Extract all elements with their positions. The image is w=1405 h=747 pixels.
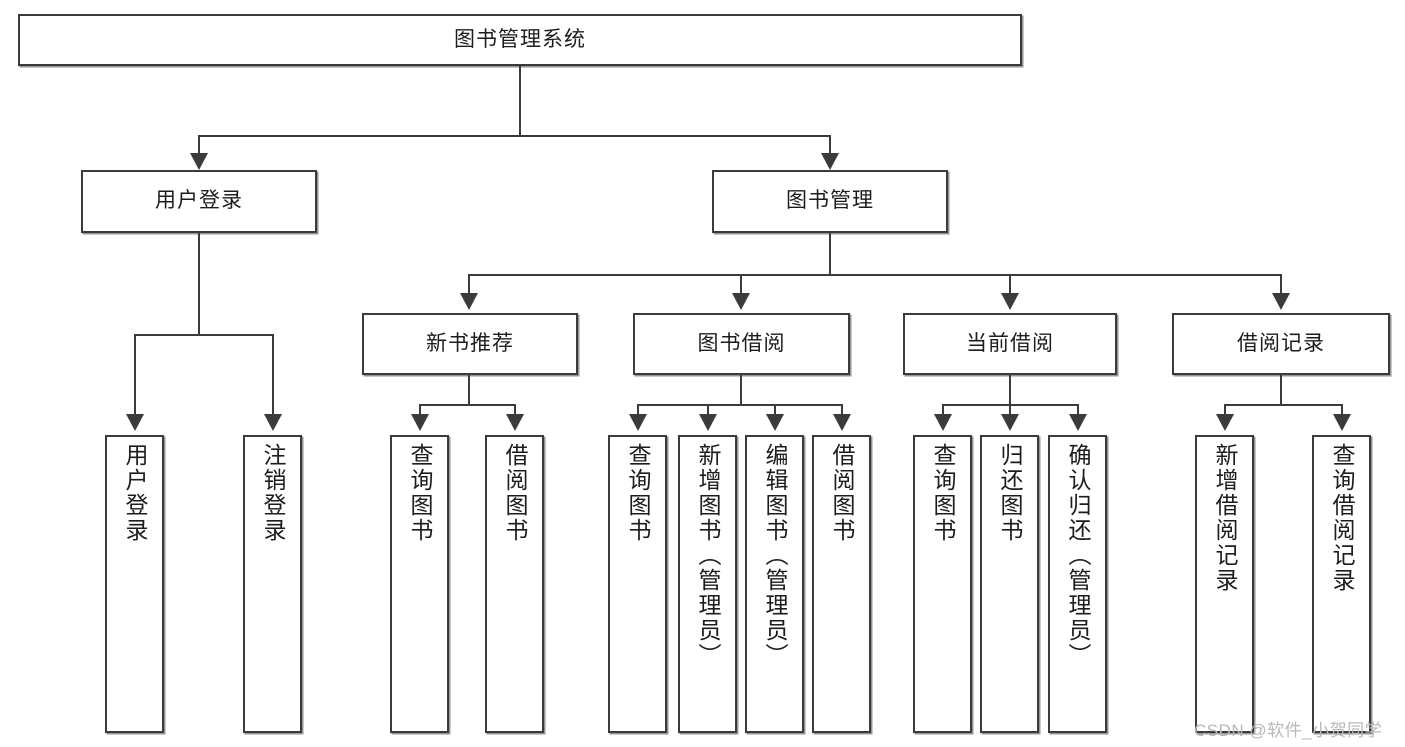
node-leaf-user-login[interactable]: 用户登录 xyxy=(105,435,164,733)
connector-current-borrow-drop-1 xyxy=(942,404,944,415)
node-root-label: 图书管理系统 xyxy=(454,27,586,51)
arrow-leaf-logout xyxy=(264,414,282,431)
node-leaf-add-record-label: 新增借阅记录 xyxy=(1212,443,1238,593)
connector-borrow-record-bus xyxy=(1224,404,1342,406)
node-user-login-label: 用户登录 xyxy=(155,189,243,213)
node-leaf-query-book-2-label: 查询图书 xyxy=(625,443,651,543)
node-book-manage[interactable]: 图书管理 xyxy=(712,170,948,233)
arrow-to-borrow-record xyxy=(1272,293,1290,310)
connector-root-stem xyxy=(519,66,521,136)
node-leaf-query-book-3[interactable]: 查询图书 xyxy=(913,435,972,733)
node-borrow-record[interactable]: 借阅记录 xyxy=(1172,313,1390,375)
arrow-leaf-add-record xyxy=(1216,414,1234,431)
connector-borrow-record-drop-2 xyxy=(1341,404,1343,415)
node-leaf-logout-label: 注销登录 xyxy=(260,443,286,543)
connector-new-book-rec-drop-2 xyxy=(514,404,516,415)
connector-new-book-rec-stem xyxy=(468,375,470,405)
node-leaf-query-book-3-label: 查询图书 xyxy=(930,443,956,543)
node-leaf-borrow-book-2-label: 借阅图书 xyxy=(829,443,855,543)
node-leaf-return-book[interactable]: 归还图书 xyxy=(980,435,1039,733)
connector-to-borrow-record xyxy=(1280,274,1282,298)
arrow-to-current-borrow xyxy=(1001,293,1019,310)
node-leaf-borrow-book-2[interactable]: 借阅图书 xyxy=(812,435,871,733)
connector-user-login-bus xyxy=(134,334,273,336)
node-root[interactable]: 图书管理系统 xyxy=(18,14,1022,66)
connector-level2-bus xyxy=(198,135,831,137)
arrow-leaf-add-book xyxy=(699,414,717,431)
connector-to-book-manage xyxy=(829,135,831,159)
arrow-leaf-return-book xyxy=(1001,414,1019,431)
connector-book-borrow-stem xyxy=(740,375,742,405)
node-borrow-record-label: 借阅记录 xyxy=(1237,331,1325,355)
node-user-login[interactable]: 用户登录 xyxy=(81,170,317,233)
arrow-to-book-manage xyxy=(821,153,839,170)
arrow-to-user-login xyxy=(190,153,208,170)
node-book-borrow-label: 图书借阅 xyxy=(697,331,786,355)
node-leaf-query-record[interactable]: 查询借阅记录 xyxy=(1312,435,1371,733)
connector-level3-bus xyxy=(468,274,1281,276)
connector-to-user-login xyxy=(198,135,200,159)
connector-new-book-rec-bus xyxy=(419,404,515,406)
node-leaf-confirm-return-label: 确认归还（管理员） xyxy=(1065,443,1091,668)
connector-current-borrow-drop-2 xyxy=(1009,404,1011,415)
arrow-leaf-query-book-2 xyxy=(629,414,647,431)
arrow-leaf-confirm-return xyxy=(1069,414,1087,431)
connector-user-login-stem xyxy=(198,233,200,335)
node-new-book-rec[interactable]: 新书推荐 xyxy=(362,313,578,375)
arrow-leaf-borrow-book-1 xyxy=(506,414,524,431)
csdn-watermark: CSDN @软件_小贺同学 xyxy=(1194,721,1383,740)
node-new-book-rec-label: 新书推荐 xyxy=(426,331,514,355)
node-leaf-edit-book-label: 编辑图书（管理员） xyxy=(762,443,788,668)
node-leaf-confirm-return[interactable]: 确认归还（管理员） xyxy=(1048,435,1107,733)
connector-current-borrow-stem xyxy=(1009,375,1011,405)
node-current-borrow[interactable]: 当前借阅 xyxy=(903,313,1117,375)
connector-book-borrow-drop-3 xyxy=(774,404,776,415)
node-leaf-add-book-label: 新增图书（管理员） xyxy=(695,443,721,668)
connector-to-new-book-rec xyxy=(468,274,470,298)
arrow-leaf-query-record xyxy=(1333,414,1351,431)
node-book-manage-label: 图书管理 xyxy=(786,189,874,213)
node-leaf-borrow-book-1-label: 借阅图书 xyxy=(502,443,528,543)
connector-book-manage-stem xyxy=(829,233,831,275)
node-leaf-query-book-2[interactable]: 查询图书 xyxy=(608,435,667,733)
arrow-to-book-borrow xyxy=(732,293,750,310)
node-leaf-borrow-book-1[interactable]: 借阅图书 xyxy=(485,435,544,733)
node-leaf-logout[interactable]: 注销登录 xyxy=(243,435,302,733)
node-leaf-return-book-label: 归还图书 xyxy=(997,443,1023,543)
connector-borrow-record-stem xyxy=(1280,375,1282,405)
connector-to-book-borrow xyxy=(740,274,742,298)
connector-borrow-record-drop-1 xyxy=(1224,404,1226,415)
node-leaf-query-book-1[interactable]: 查询图书 xyxy=(390,435,449,733)
arrow-leaf-query-book-3 xyxy=(934,414,952,431)
arrow-leaf-edit-book xyxy=(766,414,784,431)
connector-new-book-rec-drop-1 xyxy=(419,404,421,415)
node-current-borrow-label: 当前借阅 xyxy=(966,331,1054,355)
node-leaf-edit-book[interactable]: 编辑图书（管理员） xyxy=(745,435,804,733)
arrow-leaf-borrow-book-2 xyxy=(833,414,851,431)
node-leaf-query-book-1-label: 查询图书 xyxy=(407,443,433,543)
arrow-leaf-query-book-1 xyxy=(411,414,429,431)
connector-book-borrow-drop-1 xyxy=(637,404,639,415)
node-book-borrow[interactable]: 图书借阅 xyxy=(633,313,850,375)
connector-book-borrow-drop-4 xyxy=(841,404,843,415)
node-leaf-add-book[interactable]: 新增图书（管理员） xyxy=(678,435,737,733)
node-leaf-user-login-label: 用户登录 xyxy=(122,443,148,543)
arrow-leaf-user-login xyxy=(126,414,144,431)
node-leaf-query-record-label: 查询借阅记录 xyxy=(1329,443,1355,593)
connector-user-login-drop-1 xyxy=(134,334,136,415)
node-leaf-add-record[interactable]: 新增借阅记录 xyxy=(1195,435,1254,733)
connector-book-borrow-drop-2 xyxy=(707,404,709,415)
connector-book-borrow-bus xyxy=(637,404,842,406)
arrow-to-new-book-rec xyxy=(460,293,478,310)
connector-to-current-borrow xyxy=(1009,274,1011,298)
connector-current-borrow-drop-3 xyxy=(1077,404,1079,415)
connector-user-login-drop-2 xyxy=(272,334,274,415)
